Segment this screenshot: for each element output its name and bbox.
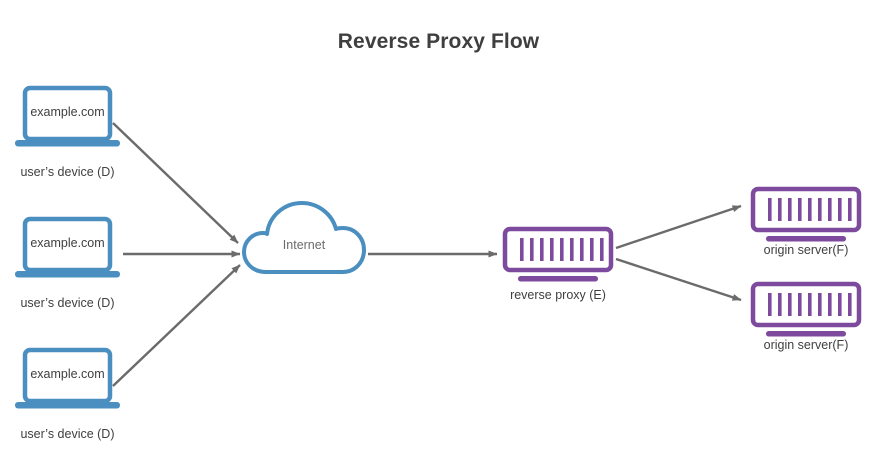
cloud-outline: [242, 201, 366, 274]
reverse-proxy-icon: [502, 226, 614, 282]
origin-server-icon-1: [750, 186, 862, 242]
client-label-3: user’s device (D): [20, 427, 115, 441]
origin-label-1: origin server(F): [763, 243, 849, 257]
origin-label-2: origin server(F): [763, 338, 849, 352]
origin-server-icon-2: [750, 281, 862, 337]
client-laptop-1: [15, 85, 120, 147]
cloud-label: Internet: [282, 238, 326, 252]
page-title: Reverse Proxy Flow: [337, 30, 540, 53]
client-label-2: user’s device (D): [20, 296, 115, 310]
origin-2-bars: [768, 293, 852, 316]
client-laptop-2: [15, 216, 120, 278]
laptop-base-2: [15, 271, 120, 278]
laptop-screen-text-3: example.com: [30, 367, 105, 381]
origin-2-stand: [766, 331, 846, 337]
proxy-bars: [520, 238, 604, 261]
laptop-screen-text-1: example.com: [30, 105, 105, 119]
proxy-label: reverse proxy (E): [510, 288, 606, 302]
arrow-client1-to-internet: [112, 122, 239, 244]
laptop-base-1: [15, 140, 120, 147]
client-laptop-3: [15, 347, 120, 409]
laptop-screen-3: [22, 347, 113, 404]
laptop-base-3: [15, 402, 120, 409]
laptop-screen-1: [22, 85, 113, 142]
arrow-client3-to-internet: [112, 264, 241, 387]
client-label-1: user’s device (D): [20, 165, 115, 179]
laptop-screen-text-2: example.com: [30, 236, 105, 250]
origin-1-bars: [768, 198, 852, 221]
arrow-proxy-to-origin2: [615, 257, 742, 302]
laptop-screen-2: [22, 216, 113, 273]
origin-1-stand: [766, 236, 846, 242]
internet-cloud-icon: [242, 201, 366, 274]
arrow-proxy-to-origin1: [615, 204, 742, 250]
proxy-stand: [518, 276, 598, 282]
